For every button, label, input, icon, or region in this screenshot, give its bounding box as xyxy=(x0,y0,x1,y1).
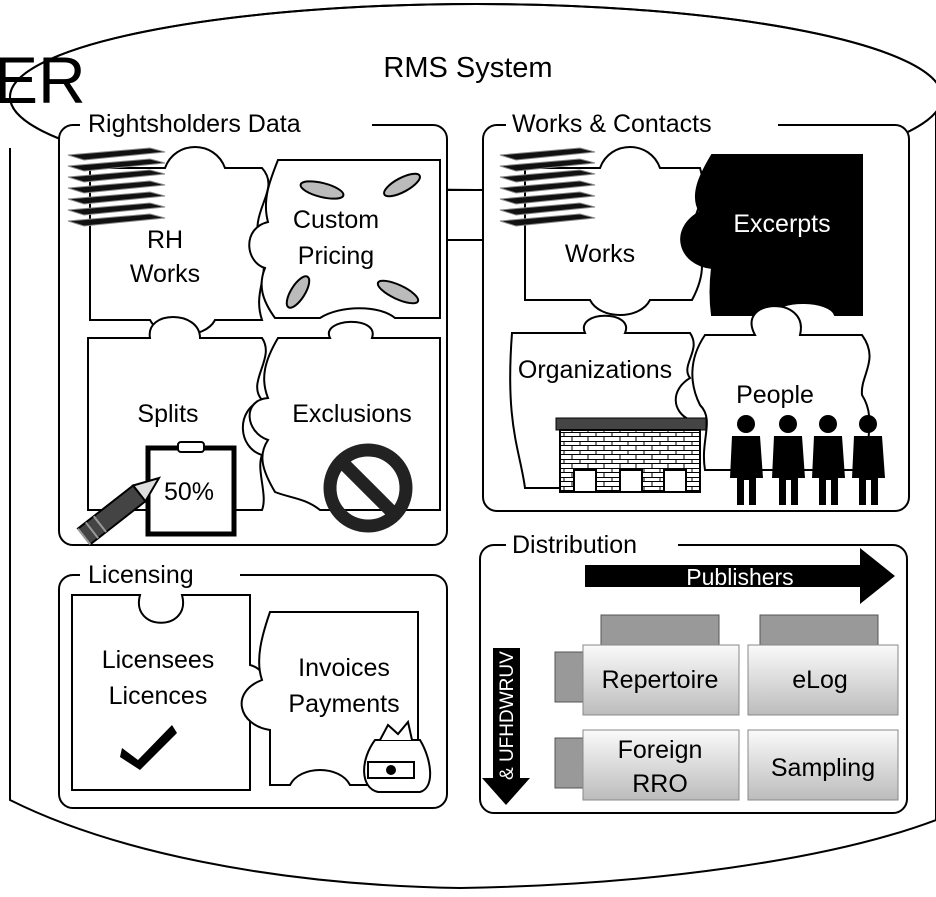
works-contacts-section: Works & Contacts Works Excerpts Organiza… xyxy=(482,108,910,512)
piece-label-splits: Splits xyxy=(137,400,198,428)
box-label-repertoire: Repertoire xyxy=(602,666,719,694)
distribution-section: Distribution Publishers & UFHDWRUV Reper… xyxy=(479,527,908,814)
money-bag-icon xyxy=(363,719,432,793)
pencil-icon xyxy=(76,476,162,546)
piece-label-pricing: Pricing xyxy=(298,242,374,270)
coin-icon xyxy=(285,172,421,309)
section-label-licensing: Licensing xyxy=(88,561,194,589)
piece-label-people: People xyxy=(736,381,814,409)
checkmark-icon xyxy=(120,725,177,770)
creators-arrow: & UFHDWRUV xyxy=(482,648,530,805)
piece-label-licences: Licences xyxy=(109,682,208,710)
box-repertoire: Repertoire xyxy=(554,614,740,716)
puzzle-piece-excerpts xyxy=(680,154,863,316)
section-label-distribution: Distribution xyxy=(512,531,637,559)
rightsholders-section: Rightsholders Data RH Works Custom Prici… xyxy=(58,108,448,546)
partial-text: ER xyxy=(0,43,86,117)
no-sign-icon xyxy=(323,443,413,533)
people-icon xyxy=(730,415,885,505)
arrow-label-creators: & UFHDWRUV xyxy=(497,651,518,780)
building-icon xyxy=(555,417,707,493)
piece-label-invoices: Invoices xyxy=(298,654,390,682)
clipboard-value: 50% xyxy=(164,478,214,506)
piece-label-organizations: Organizations xyxy=(518,356,672,384)
piece-label-exclusions: Exclusions xyxy=(292,400,412,428)
piece-label-excerpts: Excerpts xyxy=(733,210,830,238)
arrow-label-publishers: Publishers xyxy=(686,564,793,590)
box-sampling: Sampling xyxy=(747,729,899,801)
box-elog: eLog xyxy=(747,614,899,716)
licensing-section: Licensing Licensees Licences Invoices Pa… xyxy=(58,558,448,809)
section-label-works-contacts: Works & Contacts xyxy=(512,110,712,138)
piece-label-works-item: Works xyxy=(565,240,635,268)
piece-label-payments: Payments xyxy=(288,690,399,718)
piece-label-rh: RH xyxy=(147,226,183,254)
box-label-rro: RRO xyxy=(632,770,688,798)
paper-stack-icon xyxy=(499,147,596,227)
box-label-foreign: Foreign xyxy=(618,736,703,764)
section-label-rightsholders: Rightsholders Data xyxy=(88,110,301,138)
diagram-title: RMS System xyxy=(383,52,552,84)
box-foreign-rro: Foreign RRO xyxy=(554,729,740,801)
box-label-sampling: Sampling xyxy=(771,754,875,782)
puzzle-piece-custom-pricing xyxy=(248,159,441,319)
box-label-elog: eLog xyxy=(792,666,848,694)
paper-stack-icon xyxy=(67,147,166,227)
piece-label-licensees: Licensees xyxy=(102,646,215,674)
clipboard-icon: 50% xyxy=(145,441,237,537)
piece-label-custom: Custom xyxy=(293,206,379,234)
publishers-arrow: Publishers xyxy=(585,548,895,604)
piece-label-works: Works xyxy=(130,260,200,288)
